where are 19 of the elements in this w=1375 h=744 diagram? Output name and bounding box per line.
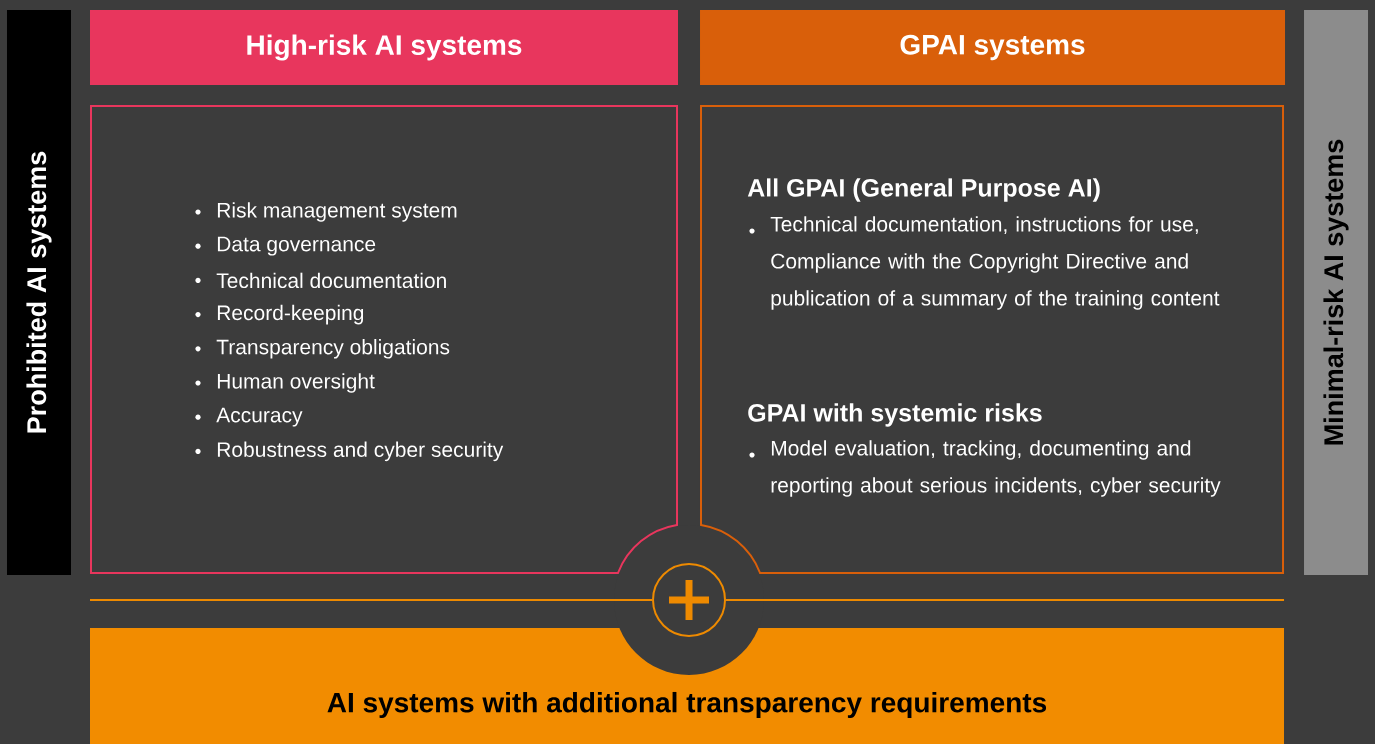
bullet-item: Risk management system (195, 202, 457, 222)
bullet-item: Data governance (195, 236, 376, 256)
bullet-item: Technical documentation, instructions for use, Compliance with the Copyright Directive and publication of a summary of the training content (749, 216, 1220, 310)
bullet-item: Transparency obligations (195, 339, 450, 359)
category-bar: Minimal-risk AI systems (1304, 10, 1368, 575)
category-header: High-risk AI systems (90, 10, 678, 85)
bullet-item: Technical documentation (195, 272, 446, 289)
section-heading: GPAI with systemic risks (748, 403, 1042, 427)
bullet-item: Robustness and cyber security (195, 441, 504, 462)
category-header: GPAI systems (700, 10, 1285, 85)
section-heading: All GPAI (General Purpose AI) (747, 178, 1100, 202)
category-bar: Prohibited AI systems (7, 10, 71, 575)
bullet-item: Human oversight (195, 373, 375, 393)
bullet-item: Record-keeping (195, 304, 364, 325)
bullet-item: Accuracy (195, 407, 303, 427)
category-banner: AI systems with additional transparency requirements (90, 628, 1284, 744)
bullet-item: Model evaluation, tracking, documenting and reporting about serious incidents, cyber security (749, 440, 1221, 497)
requirements-panel (90, 105, 678, 574)
requirements-panel (700, 105, 1284, 574)
